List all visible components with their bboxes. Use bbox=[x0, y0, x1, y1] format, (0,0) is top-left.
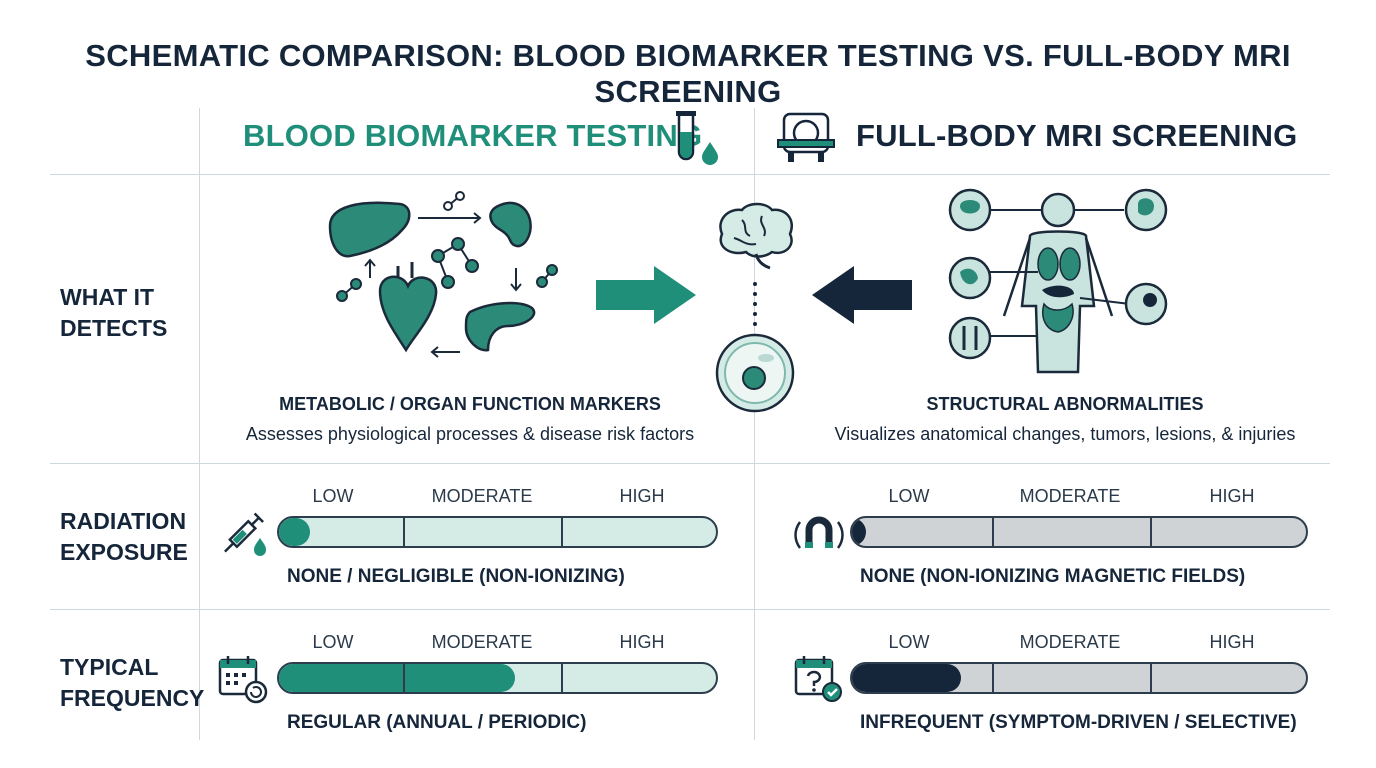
grid-line bbox=[199, 108, 200, 740]
row-label-frequency: TYPICAL FREQUENCY bbox=[60, 654, 205, 711]
scale-label-low: LOW bbox=[888, 632, 930, 652]
syringe-icon bbox=[224, 512, 266, 556]
scale-label-high: HIGH bbox=[1209, 632, 1255, 652]
scale-label-moderate: MODERATE bbox=[431, 486, 533, 506]
grid-line bbox=[50, 463, 1330, 464]
mri-frequency-text: INFREQUENT (SYMPTOM-DRIVEN / SELECTIVE) bbox=[860, 712, 1297, 733]
bar-divider bbox=[403, 664, 405, 692]
organ-markers-illustration bbox=[328, 191, 558, 358]
row-label-radiation: RADIATION EXPOSURE bbox=[60, 508, 188, 565]
cell-icon bbox=[715, 333, 795, 413]
brain-icon bbox=[719, 202, 793, 270]
blood-detects-description: Assesses physiological processes & disea… bbox=[245, 424, 695, 444]
test-tube-drop-icon bbox=[676, 111, 718, 165]
page-title: SCHEMATIC COMPARISON: BLOOD BIOMARKER TE… bbox=[85, 38, 1291, 109]
bar-divider bbox=[992, 664, 994, 692]
scale-label-high: HIGH bbox=[619, 632, 665, 652]
scale-label-moderate: MODERATE bbox=[1019, 486, 1121, 506]
bar-fill bbox=[852, 664, 961, 692]
blood-frequency-bar bbox=[277, 662, 718, 694]
bar-divider bbox=[561, 518, 563, 546]
mri-radiation-text: NONE (NON-IONIZING MAGNETIC FIELDS) bbox=[860, 566, 1246, 587]
scale-label-moderate: MODERATE bbox=[431, 632, 533, 652]
grid-line bbox=[50, 609, 1330, 610]
dotted-connector bbox=[753, 282, 757, 326]
calendar-repeat-icon bbox=[218, 656, 268, 704]
grid-line bbox=[754, 108, 755, 740]
bar-divider bbox=[561, 664, 563, 692]
blood-column-heading: BLOOD BIOMARKER TESTING bbox=[243, 118, 703, 153]
grid-line bbox=[50, 174, 1330, 175]
row-label-detects: WHAT IT DETECTS bbox=[60, 284, 168, 341]
magnet-icon bbox=[794, 516, 844, 549]
scale-label-low: LOW bbox=[888, 486, 930, 506]
bar-divider bbox=[992, 518, 994, 546]
scale-label-high: HIGH bbox=[1209, 486, 1255, 506]
mri-radiation-bar bbox=[850, 516, 1308, 548]
scale-label-low: LOW bbox=[312, 486, 354, 506]
navy-arrow-icon bbox=[812, 266, 912, 324]
bar-fill bbox=[279, 664, 515, 692]
scale-label-moderate: MODERATE bbox=[1019, 632, 1121, 652]
bar-fill bbox=[852, 518, 866, 546]
bar-fill bbox=[279, 518, 310, 546]
calendar-question-icon bbox=[794, 656, 842, 702]
mri-detects-description: Visualizes anatomical changes, tumors, l… bbox=[834, 424, 1296, 444]
scale-label-high: HIGH bbox=[619, 486, 665, 506]
blood-detects-title: METABOLIC / ORGAN FUNCTION MARKERS bbox=[279, 394, 661, 414]
blood-radiation-bar bbox=[277, 516, 718, 548]
scale-label-low: LOW bbox=[312, 632, 354, 652]
teal-arrow-icon bbox=[596, 266, 696, 324]
mri-detects-title: STRUCTURAL ABNORMALITIES bbox=[926, 394, 1204, 414]
mri-scanner-icon bbox=[777, 112, 835, 162]
blood-radiation-text: NONE / NEGLIGIBLE (NON-IONIZING) bbox=[287, 566, 625, 587]
body-scan-illustration bbox=[948, 188, 1168, 374]
mri-column-heading: FULL-BODY MRI SCREENING bbox=[856, 118, 1298, 153]
blood-frequency-text: REGULAR (ANNUAL / PERIODIC) bbox=[287, 712, 587, 733]
bar-divider bbox=[1150, 664, 1152, 692]
mri-frequency-bar bbox=[850, 662, 1308, 694]
bar-divider bbox=[1150, 518, 1152, 546]
bar-divider bbox=[403, 518, 405, 546]
